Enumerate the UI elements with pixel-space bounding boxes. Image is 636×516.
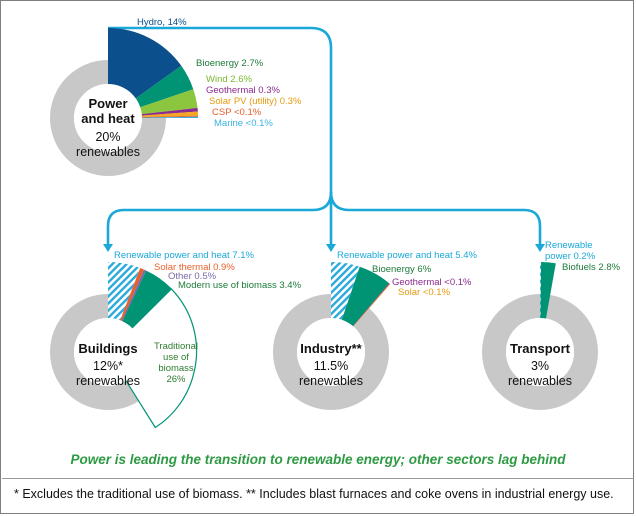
label-solar-pv: Solar PV (utility) 0.3% — [209, 96, 302, 107]
label-buildings-renewable-power-heat: Renewable power and heat 7.1% — [114, 250, 255, 261]
sector-diagram: Power and heat 20% renewables Hydro, 14%… — [50, 17, 621, 429]
buildings-share: 12%* — [93, 359, 123, 373]
power-heat-unit: renewables — [76, 145, 140, 159]
label-biofuels: Biofuels 2.8% — [562, 262, 621, 273]
industry-labels: Renewable power and heat 5.4% Bioenergy … — [337, 250, 478, 298]
label-modern-biomass: Modern use of biomass 3.4% — [178, 280, 302, 291]
label-industry-renewable-power-heat: Renewable power and heat 5.4% — [337, 250, 478, 261]
label-marine: Marine <0.1% — [214, 118, 273, 129]
transport-labels: Renewable power 0.2% Biofuels 2.8% — [545, 240, 621, 273]
power-heat-donut: Power and heat 20% renewables — [50, 28, 199, 176]
label-wind: Wind 2.6% — [206, 74, 252, 85]
arrowhead-industry — [326, 244, 336, 252]
label-hydro: Hydro, 14% — [137, 17, 187, 28]
connector-transport — [329, 191, 542, 246]
label-industry-solar: Solar <0.1% — [398, 287, 451, 298]
arrowhead-transport — [535, 244, 545, 252]
industry-title: Industry** — [300, 341, 362, 356]
label-transport-renewable-2: power 0.2% — [545, 251, 596, 262]
buildings-donut: Buildings 12%* renewables — [50, 262, 198, 429]
label-other: Other 0.5% — [168, 271, 217, 282]
divider — [2, 478, 634, 479]
power-heat-title-2: and heat — [81, 111, 135, 126]
transport-unit: renewables — [508, 374, 572, 388]
power-heat-center — [74, 84, 142, 152]
buildings-unit: renewables — [76, 374, 140, 388]
power-heat-labels: Hydro, 14% Bioenergy 2.7% Wind 2.6% Geot… — [137, 17, 302, 129]
footnote: * Excludes the traditional use of biomas… — [14, 487, 614, 501]
label-traditional-3: biomass — [158, 363, 194, 374]
transport-center — [506, 318, 574, 386]
power-heat-title-1: Power — [88, 96, 127, 111]
label-industry-geothermal: Geothermal <0.1% — [392, 277, 472, 288]
segment-traditional-biomass — [107, 288, 198, 429]
label-geothermal: Geothermal 0.3% — [206, 85, 280, 96]
transport-share: 3% — [531, 359, 549, 373]
buildings-center — [74, 318, 142, 386]
industry-center — [297, 318, 365, 386]
transport-donut: Transport 3% renewables — [482, 261, 598, 410]
label-traditional-1: Traditional — [154, 341, 198, 352]
label-industry-bioenergy: Bioenergy 6% — [372, 264, 432, 275]
segment-transport-renewable-power — [540, 261, 542, 352]
power-heat-share: 20% — [95, 130, 120, 144]
label-traditional-4: 26% — [166, 374, 186, 385]
label-bioenergy: Bioenergy 2.7% — [196, 58, 264, 69]
arrowhead-buildings — [103, 244, 113, 252]
industry-share: 11.5% — [314, 359, 349, 373]
label-traditional-2: use of — [163, 352, 189, 363]
label-solar-thermal: Solar thermal 0.9% — [154, 262, 235, 273]
industry-unit: renewables — [299, 374, 363, 388]
connector-main — [106, 26, 333, 246]
flow-connectors — [106, 26, 542, 246]
label-transport-renewable-1: Renewable — [545, 240, 593, 251]
transport-title: Transport — [510, 341, 571, 356]
label-csp: CSP <0.1% — [212, 107, 262, 118]
buildings-labels: Renewable power and heat 7.1% Solar ther… — [114, 250, 302, 385]
buildings-title: Buildings — [78, 341, 137, 356]
industry-donut: Industry** 11.5% renewables — [273, 262, 391, 410]
tagline: Power is leading the transition to renew… — [70, 452, 566, 467]
